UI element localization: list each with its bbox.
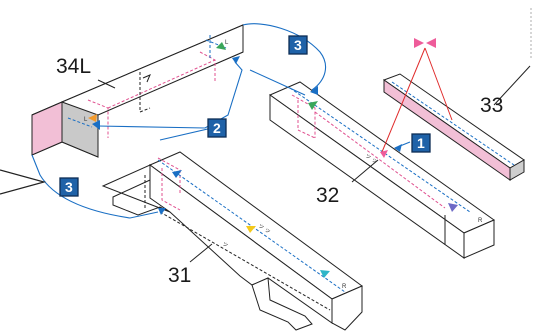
part-32-box: ッ ッ R [268,81,496,259]
tab-label-l2: L [225,40,229,46]
part-label-31: 31 [168,264,191,287]
glue-indicator [380,38,453,158]
step-badge-3-top: 3 [288,35,308,55]
arrow-purple-32 [448,203,458,212]
leader-line-33 [493,65,531,106]
part-label-32: 32 [316,184,339,207]
guide-step-2-a [97,61,243,129]
guide-arrowhead-4 [158,208,166,215]
arrow-green-32 [308,101,318,110]
part-31-bottom-flap [251,277,313,331]
arrow-yellow-31 [246,226,256,233]
step-badge-2: 2 [207,118,227,138]
step-badge-3-left: 3 [59,177,79,197]
tab-label-r-31: R [342,284,347,290]
guide-step-3-left [31,154,159,219]
part-34l-box: L L [31,24,244,158]
part-31-end-face [331,285,363,331]
tab-label-r-32: R [478,218,483,224]
glue-line-left [381,47,426,153]
part-32-end-face [463,219,495,259]
arrow-green-34l [216,42,226,50]
part-31-fold-line [159,211,331,311]
arrow-cyan-31 [320,270,330,278]
bowtie-mark-icon [414,38,424,48]
part-33-top-face [382,73,525,169]
leader-line-34l [97,79,116,89]
leader-line-32 [351,159,379,183]
step-badge-1: 1 [411,133,431,153]
guide-arrowhead-2 [92,120,100,130]
part-31-box: ッ ッ ッ R [101,151,363,331]
assembly-guide-lines [31,23,327,219]
part-33-end-face [509,159,525,181]
glue-line-right [424,47,453,121]
step-number-2: 2 [213,120,221,136]
part-label-33: 33 [480,94,503,117]
step-number-3-left: 3 [65,179,73,195]
arrow-blue-31 [172,170,182,178]
guide-arrowhead-1 [232,56,240,64]
part-33-box [382,73,525,181]
guide-step-2-b [249,69,306,96]
guide-arrowhead-3 [310,86,318,95]
part-label-34l: 34L [56,55,91,78]
fold-mark-31b: ッ [221,241,229,249]
tab-label-l: L [84,117,88,123]
guide-step-3-top [242,23,327,91]
part-32-top-face [268,81,496,234]
step-number-1: 1 [417,135,425,151]
leader-line-31 [189,243,213,263]
part-34l-fold-line [139,72,151,113]
step-number-3-top: 3 [294,37,302,53]
arrow-orange-34l [88,114,97,122]
view-chevron-icon [0,169,47,195]
